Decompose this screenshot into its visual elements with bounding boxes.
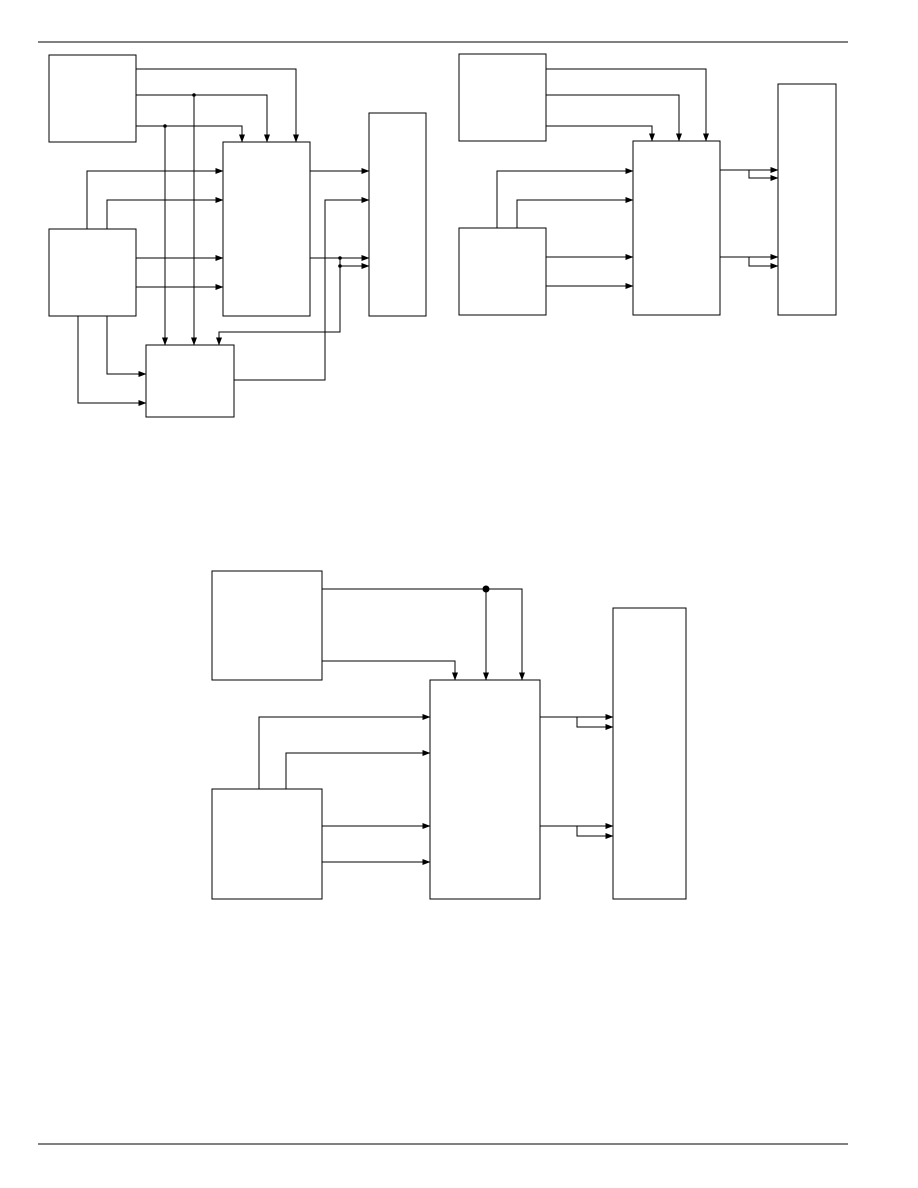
wire <box>136 68 299 143</box>
block-b <box>48 228 137 317</box>
wire <box>136 125 245 143</box>
wire <box>322 660 458 681</box>
block-d <box>368 112 427 317</box>
wire <box>234 197 370 381</box>
block-c <box>222 141 311 317</box>
block-diagram-bottom <box>211 570 687 900</box>
wire <box>216 266 341 346</box>
block-a <box>211 570 323 681</box>
block-diagram-top-right <box>458 53 837 316</box>
block-a <box>458 53 547 142</box>
wire <box>136 94 270 143</box>
junction-dot <box>163 124 167 128</box>
wire <box>576 717 614 730</box>
block-e <box>145 344 235 418</box>
wire <box>748 257 779 269</box>
wire <box>546 125 655 142</box>
junction-dot <box>338 256 342 260</box>
block-b <box>458 227 547 316</box>
block-d <box>612 607 687 900</box>
wire <box>339 258 370 269</box>
wire <box>496 168 634 228</box>
wire <box>258 714 431 789</box>
block-d <box>777 83 837 316</box>
wire <box>546 68 709 142</box>
junction-dot <box>482 585 490 593</box>
wire <box>106 197 224 229</box>
wire <box>322 588 525 681</box>
wire <box>748 170 779 181</box>
wire <box>546 94 682 142</box>
wire <box>106 316 147 377</box>
block-c <box>632 140 721 316</box>
wire <box>86 168 224 229</box>
block-diagram-top-left <box>48 54 427 418</box>
block-c <box>429 679 541 900</box>
wire <box>576 826 614 839</box>
block-a <box>48 54 137 143</box>
junction-dot <box>192 93 196 97</box>
wire <box>285 750 431 789</box>
wire <box>77 316 147 406</box>
block-b <box>211 788 323 900</box>
wire <box>516 197 634 228</box>
